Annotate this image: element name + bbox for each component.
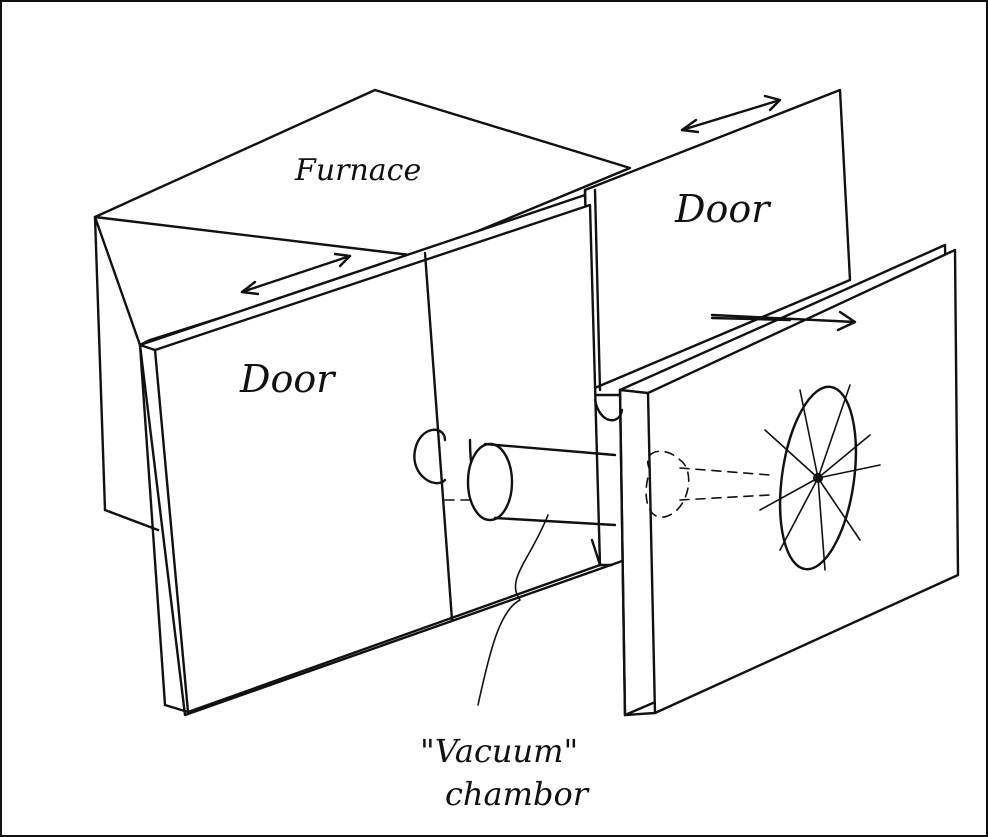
vacuum-label-line1: "Vacuum" <box>420 732 578 770</box>
hidden-port-dashed <box>645 450 771 518</box>
back-door-label: Door <box>674 187 772 231</box>
back-door-slide-arrow <box>680 94 782 134</box>
left-door-slide-arrow <box>240 252 352 296</box>
left-door-label: Door <box>239 357 337 401</box>
vacuum-leader-line <box>477 514 549 706</box>
left-door-panel <box>138 193 627 717</box>
vacuum-chamber-cylinder <box>413 428 617 527</box>
vacuum-label-line2: chambor <box>445 775 590 813</box>
furnace-label: Furnace <box>294 153 421 188</box>
right-door-panel <box>590 243 960 717</box>
wheel-icon <box>759 384 881 571</box>
right-door-slide-arrow <box>710 310 857 332</box>
